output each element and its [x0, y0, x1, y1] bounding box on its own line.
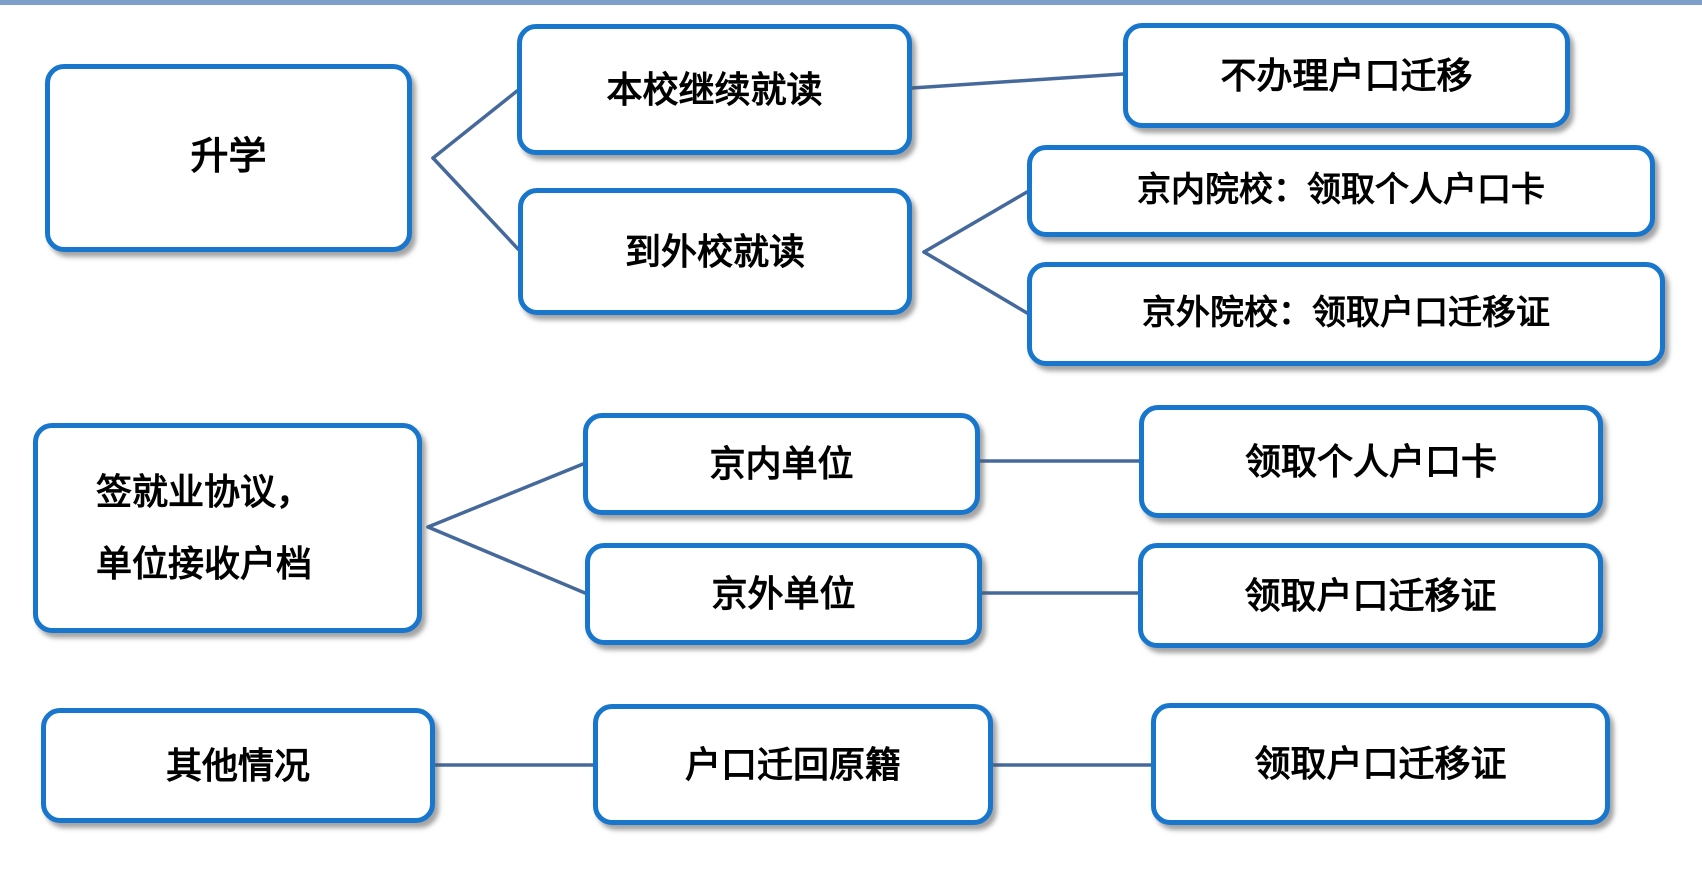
node-lingqu-hukou-qianyi-zheng: 领取户口迁移证 [1138, 543, 1603, 648]
edge-daowaixiao-jingwai-yuanxiao [922, 250, 1029, 315]
node-lingqu-hukou-qianyi-zheng-2-label: 领取户口迁移证 [1254, 743, 1507, 785]
edge-shengxue-daowaixiao [431, 156, 520, 251]
node-bu-banli-hukou-qianyi-label: 不办理户口迁移 [1220, 54, 1473, 96]
edge-daowaixiao-jingnei-yuanxiao [922, 190, 1029, 254]
node-lingqu-geren-hukou-ka: 领取个人户口卡 [1139, 405, 1603, 518]
node-lingqu-hukou-qianyi-zheng-label: 领取户口迁移证 [1244, 574, 1497, 616]
node-benxiao-jixu-jiudu: 本校继续就读 [517, 24, 912, 155]
node-qian-jiuye-xieyi-line1: 签就业协议， [96, 471, 313, 512]
node-lingqu-geren-hukou-ka-label: 领取个人户口卡 [1244, 440, 1497, 482]
node-hukou-qianhui-yuanji: 户口迁回原籍 [593, 704, 993, 825]
node-jingnei-danwei: 京内单位 [583, 413, 980, 515]
node-jingwai-yuanxiao-label: 京外院校：领取户口迁移证 [1142, 294, 1550, 333]
node-qian-jiuye-xieyi-line2: 单位接收户档 [96, 543, 313, 584]
node-shengxue: 升学 [45, 64, 412, 252]
node-qian-jiuye-xieyi: 签就业协议， 单位接收户档 [33, 423, 422, 633]
top-border-line [0, 0, 1702, 5]
node-jingwai-yuanxiao: 京外院校：领取户口迁移证 [1027, 262, 1665, 366]
node-qita-qingkuang-label: 其他情况 [165, 744, 310, 786]
edge-qianjiuye-jingwai-danwei [426, 525, 587, 595]
edge-benxiao-bubanli [910, 72, 1125, 90]
node-jingwai-danwei-label: 京外单位 [711, 573, 856, 615]
node-jingwai-danwei: 京外单位 [585, 543, 982, 645]
edge-shengxue-benxiao [431, 89, 519, 160]
node-lingqu-hukou-qianyi-zheng-2: 领取户口迁移证 [1151, 703, 1610, 825]
node-hukou-qianhui-yuanji-label: 户口迁回原籍 [684, 743, 901, 785]
edge-qianjiuye-jingnei-danwei [426, 462, 585, 529]
node-dao-waixiao-jiudu: 到外校就读 [518, 188, 912, 315]
node-shengxue-label: 升学 [190, 136, 267, 179]
node-jingnei-yuanxiao-label: 京内院校：领取个人户口卡 [1137, 171, 1545, 210]
node-jingnei-danwei-label: 京内单位 [709, 443, 854, 485]
node-qita-qingkuang: 其他情况 [41, 708, 435, 823]
node-bu-banli-hukou-qianyi: 不办理户口迁移 [1123, 23, 1570, 128]
node-dao-waixiao-jiudu-label: 到外校就读 [624, 230, 805, 272]
node-benxiao-jixu-jiudu-label: 本校继续就读 [606, 68, 823, 110]
node-jingnei-yuanxiao: 京内院校：领取个人户口卡 [1027, 145, 1655, 237]
